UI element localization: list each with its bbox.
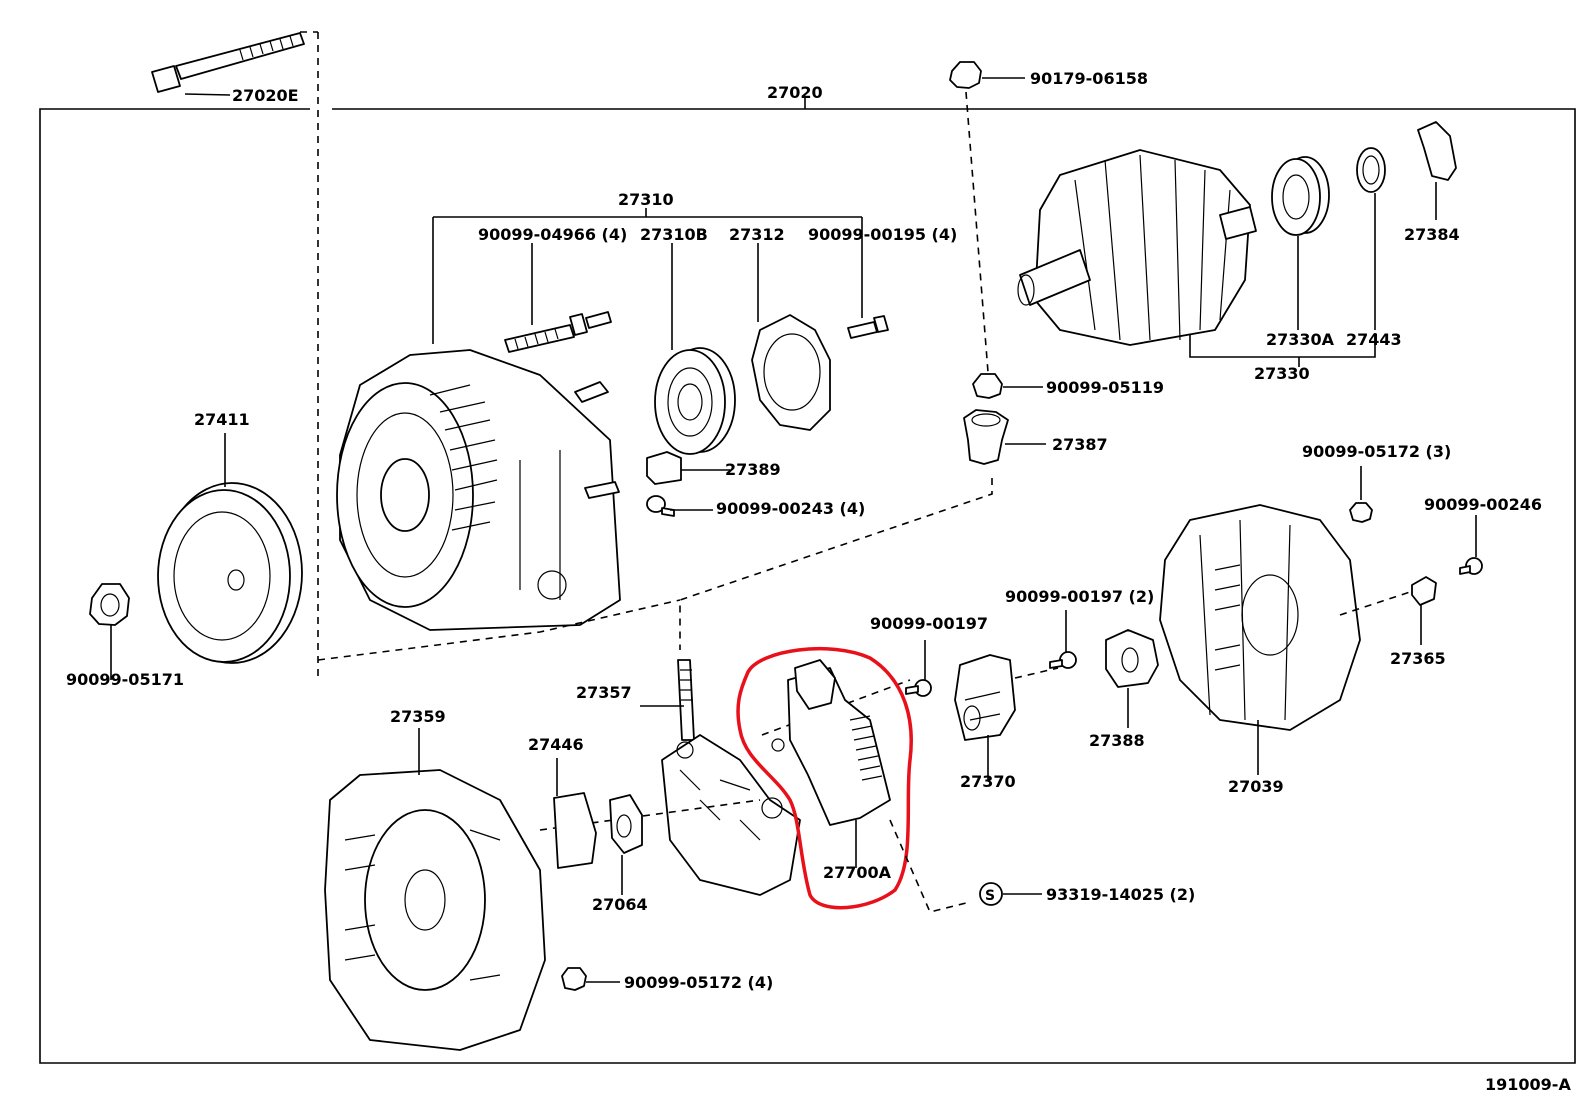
ring-27443 bbox=[1356, 147, 1386, 330]
cover-27384 bbox=[1417, 121, 1457, 220]
bearing-27330a bbox=[1271, 156, 1330, 330]
rectifier-holder-27357 bbox=[640, 659, 911, 896]
through-bolt-27020e bbox=[151, 31, 319, 676]
voltage-regulator-27700a bbox=[771, 659, 891, 868]
callout-27357: 27357 bbox=[576, 683, 632, 702]
screw-90099-00195 bbox=[847, 217, 889, 339]
bearing-27310b bbox=[654, 243, 736, 455]
screw-90099-00246 bbox=[1459, 515, 1483, 575]
retainer-plate-27312 bbox=[751, 243, 831, 431]
callout-27020e: 27020E bbox=[232, 86, 299, 105]
callout-27064: 27064 bbox=[592, 895, 648, 914]
nut-90179-06158 bbox=[949, 61, 1025, 373]
callout-90099-05171: 90099-05171 bbox=[66, 670, 184, 689]
highlight-circle bbox=[736, 646, 913, 910]
cover-27388 bbox=[1105, 629, 1159, 728]
nut-90099-05172-4 bbox=[561, 967, 620, 991]
drive-end-frame-27310 bbox=[317, 208, 862, 661]
terminal-27365 bbox=[1411, 576, 1437, 645]
rotor-27330 bbox=[1017, 149, 1376, 367]
screw-93319-14025 bbox=[889, 819, 1042, 913]
callout-27443: 27443 bbox=[1346, 330, 1402, 349]
callout-27384: 27384 bbox=[1404, 225, 1460, 244]
callout-90099-00197-2: 90099-00197 (2) bbox=[1005, 587, 1154, 606]
nut-90099-05172-3 bbox=[1349, 466, 1373, 523]
callout-27700a: 27700A bbox=[823, 863, 892, 882]
callout-27310b: 27310B bbox=[640, 225, 708, 244]
callout-90099-00246: 90099-00246 bbox=[1424, 495, 1542, 514]
insulator-27446 bbox=[553, 758, 597, 869]
callout-27020: 27020 bbox=[767, 83, 823, 102]
s-symbol: S bbox=[985, 888, 995, 904]
callout-90099-00197: 90099-00197 bbox=[870, 614, 988, 633]
terminal-insulator-27387 bbox=[679, 409, 1046, 650]
insulator-27064 bbox=[609, 794, 643, 895]
callout-90179-06158: 90179-06158 bbox=[1030, 69, 1148, 88]
brush-holder-27370 bbox=[954, 654, 1059, 780]
callout-27039: 27039 bbox=[1228, 777, 1284, 796]
callout-90099-05172-4: 90099-05172 (4) bbox=[624, 973, 773, 992]
callout-90099-00243: 90099-00243 (4) bbox=[716, 499, 865, 518]
callout-27310: 27310 bbox=[618, 190, 674, 209]
callout-90099-05119: 90099-05119 bbox=[1046, 378, 1164, 397]
callout-27365: 27365 bbox=[1390, 649, 1446, 668]
pulley-27411 bbox=[157, 433, 303, 664]
rectifier-end-frame-27359 bbox=[324, 728, 761, 1051]
callout-90099-05172-3: 90099-05172 (3) bbox=[1302, 442, 1451, 461]
nut-90099-05171 bbox=[89, 583, 130, 680]
callouts: 27020E 27020 90179-06158 27310 90099-049… bbox=[66, 69, 1571, 1094]
callout-90099-04966: 90099-04966 (4) bbox=[478, 225, 627, 244]
callout-27370: 27370 bbox=[960, 772, 1016, 791]
callout-27388: 27388 bbox=[1089, 731, 1145, 750]
callout-27312: 27312 bbox=[729, 225, 785, 244]
screw-90099-00197 bbox=[905, 640, 932, 697]
callout-90099-00195: 90099-00195 (4) bbox=[808, 225, 957, 244]
callout-27411: 27411 bbox=[194, 410, 250, 429]
callout-27330: 27330 bbox=[1254, 364, 1310, 383]
screw-90099-00243 bbox=[646, 495, 713, 517]
screw-90099-00197-2 bbox=[1049, 610, 1077, 669]
callout-93319-14025: 93319-14025 (2) bbox=[1046, 885, 1195, 904]
assembly-frame bbox=[39, 98, 1576, 1064]
diagram-code: 191009-A bbox=[1485, 1075, 1571, 1094]
stud-bolt-90099-04966 bbox=[504, 243, 612, 353]
callout-27330a: 27330A bbox=[1266, 330, 1335, 349]
callout-27389: 27389 bbox=[725, 460, 781, 479]
callout-27446: 27446 bbox=[528, 735, 584, 754]
insulator-27389 bbox=[646, 451, 730, 485]
callout-27387: 27387 bbox=[1052, 435, 1108, 454]
callout-27359: 27359 bbox=[390, 707, 446, 726]
rear-end-cover-27039 bbox=[1159, 504, 1411, 775]
nut-90099-05119 bbox=[972, 373, 1043, 399]
